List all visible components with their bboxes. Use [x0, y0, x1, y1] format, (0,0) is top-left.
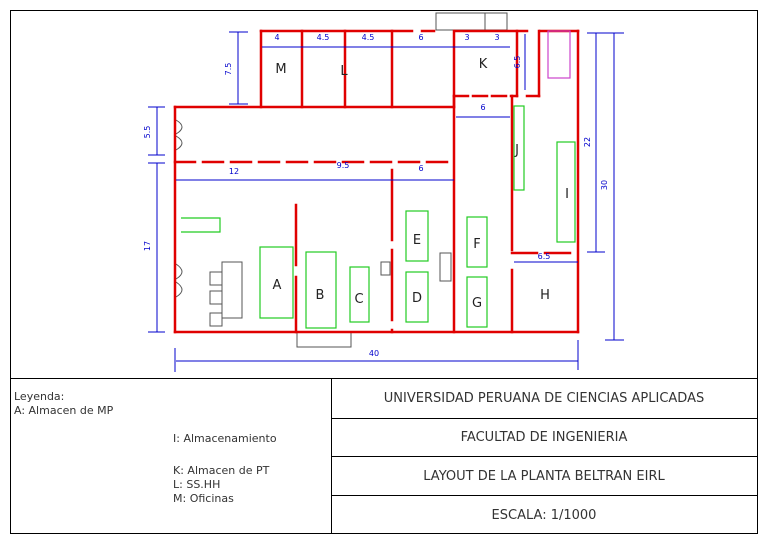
- dim-right-22: 22: [583, 137, 592, 147]
- legend-m: M: Oficinas: [173, 492, 234, 505]
- magenta-box: [547, 30, 571, 79]
- zone-a: [259, 246, 294, 319]
- dim-top-4-5-a: 4.5: [317, 33, 330, 42]
- walls: [173, 29, 580, 334]
- university-name: UNIVERSIDAD PERUANA DE CIENCIAS APLICADA…: [384, 391, 704, 406]
- title-block: UNIVERSIDAD PERUANA DE CIENCIAS APLICADA…: [384, 391, 704, 523]
- room-c: C: [354, 292, 363, 307]
- dim-left-17: 17: [143, 241, 152, 251]
- room-a: A: [273, 278, 282, 293]
- zone-i: [556, 141, 576, 243]
- dim-top-6: 6: [418, 33, 423, 42]
- room-b: B: [316, 288, 325, 303]
- legend-k: K: Almacen de PT: [173, 464, 270, 477]
- zone-g: [466, 276, 488, 328]
- gray-openings: [175, 12, 508, 348]
- room-g: G: [472, 296, 482, 311]
- zone-c: [349, 266, 370, 323]
- dim-top-4: 4: [274, 33, 279, 42]
- zone-b: [305, 251, 337, 329]
- room-labels: M L K J I A B C E D F G H: [273, 57, 569, 311]
- zone-j: [513, 105, 525, 191]
- dimension-labels: 4 4.5 4.5 6 3 3 7.5 6.5 6 5.5 12 9.5 6 2…: [143, 33, 609, 358]
- dim-left-5-5: 5.5: [143, 126, 152, 139]
- room-i: I: [565, 187, 569, 202]
- scale-label: ESCALA: 1/1000: [492, 508, 597, 523]
- bottom-gate: [296, 331, 352, 348]
- dimension-lines: [148, 31, 624, 372]
- project-title: LAYOUT DE LA PLANTA BELTRAN EIRL: [423, 469, 665, 484]
- dim-bottom-40: 40: [369, 349, 379, 358]
- bench-a-top: [181, 217, 221, 233]
- legend-a: A: Almacen de MP: [14, 404, 114, 417]
- legend-title: Leyenda:: [14, 390, 64, 403]
- dim-mid-9-5: 9.5: [337, 161, 350, 170]
- faculty-name: FACULTAD DE INGENIERIA: [461, 430, 628, 445]
- dim-h-6-5: 6.5: [538, 252, 551, 261]
- dim-mid-12: 12: [229, 167, 239, 176]
- dim-mid-6: 6: [418, 164, 423, 173]
- room-e: E: [413, 233, 421, 248]
- room-f: F: [473, 237, 480, 252]
- room-d: D: [412, 291, 422, 306]
- dim-top-4-5-b: 4.5: [362, 33, 375, 42]
- room-k: K: [479, 57, 488, 72]
- dim-right-30: 30: [600, 180, 609, 190]
- top-gate: [435, 12, 508, 31]
- legend-i: I: Almacenamiento: [173, 432, 277, 445]
- dim-top-3-a: 3: [464, 33, 469, 42]
- sheet-frame: [10, 10, 758, 534]
- dim-k-6: 6: [480, 103, 485, 112]
- legend-l: L: SS.HH: [173, 478, 220, 491]
- equipment: [181, 105, 576, 329]
- room-h: H: [540, 288, 550, 303]
- zone-f: [466, 216, 488, 268]
- room-l: L: [340, 64, 348, 79]
- dim-top-3-b: 3: [494, 33, 499, 42]
- room-j: J: [514, 143, 519, 158]
- room-m: M: [275, 62, 286, 77]
- dim-left-7-5: 7.5: [224, 63, 233, 76]
- dim-k-6-5: 6.5: [513, 56, 522, 69]
- legend: Leyenda: A: Almacen de MP I: Almacenamie…: [14, 390, 277, 505]
- rack-left: [221, 261, 243, 319]
- zone-e: [405, 210, 429, 262]
- zone-d: [405, 271, 429, 323]
